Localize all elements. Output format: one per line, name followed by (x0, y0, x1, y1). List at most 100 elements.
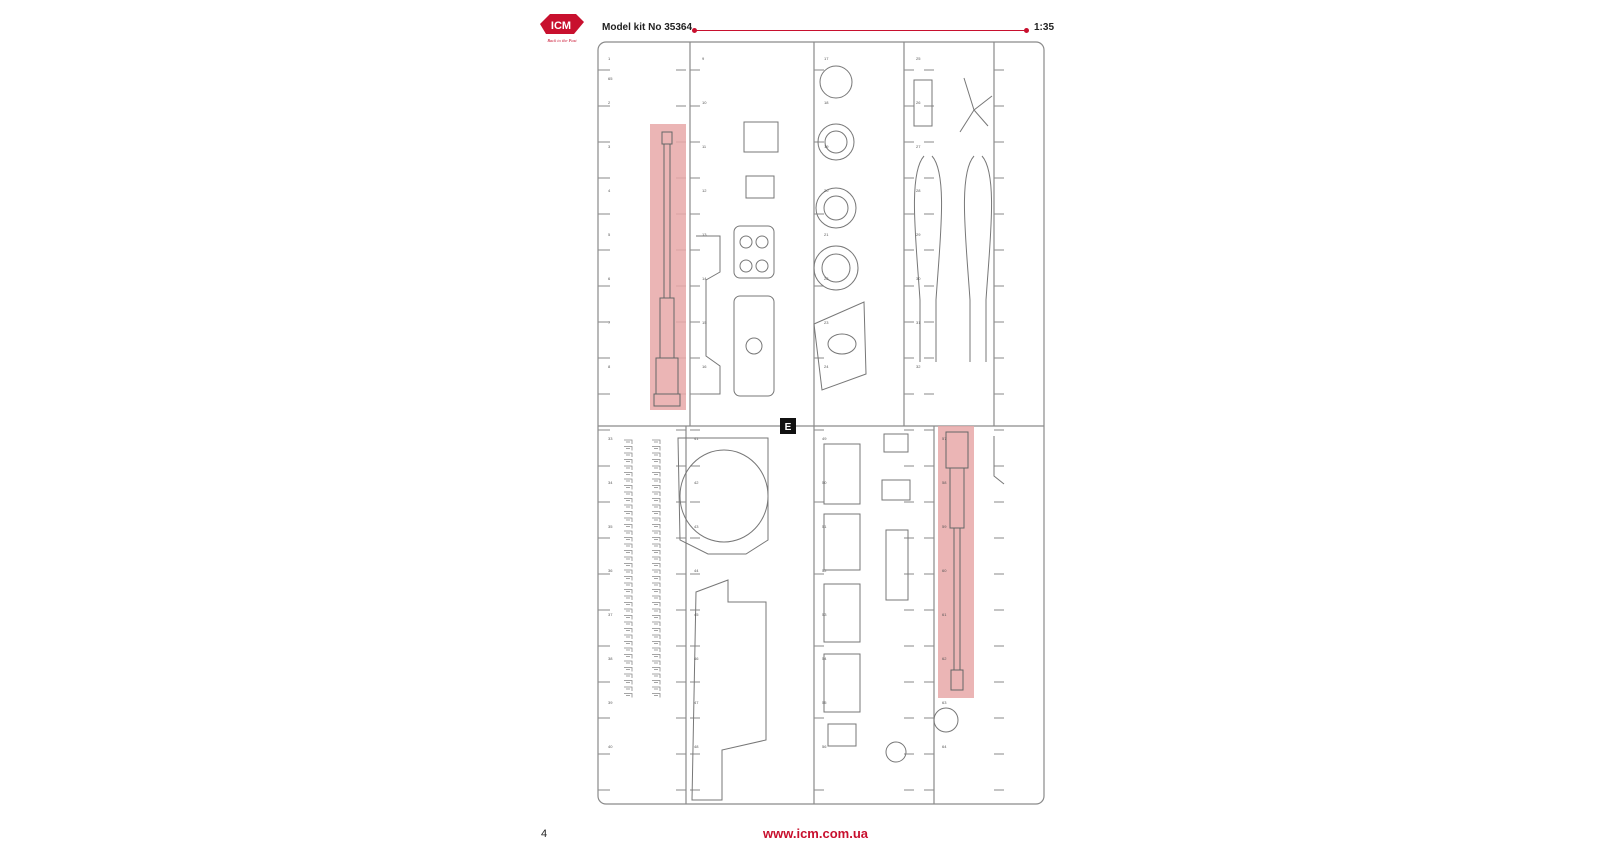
track-link (624, 673, 633, 678)
part-number-label: 39 (608, 700, 613, 705)
header-rule-dot (1024, 28, 1029, 33)
track-link (652, 478, 661, 483)
track-link (624, 530, 633, 535)
part-number-label: 62 (942, 656, 947, 661)
mount-part (883, 433, 909, 453)
part-number-label: 58 (942, 480, 947, 485)
part-number-label: 37 (608, 612, 613, 617)
track-link (624, 452, 633, 457)
icm-logo: ICM Back to the Past (540, 14, 584, 43)
track-link (624, 660, 633, 665)
track-link (652, 680, 661, 685)
part-number-label: 41 (694, 436, 699, 441)
track-link (624, 641, 633, 646)
track-link (652, 589, 661, 594)
track-link (624, 517, 633, 522)
track-link (652, 647, 661, 652)
track-link (652, 550, 661, 555)
track-link (624, 647, 633, 652)
part-number-label: 27 (916, 144, 921, 149)
track-link (624, 608, 633, 613)
sprue-parts (677, 65, 1005, 801)
track-link (624, 615, 633, 620)
sprue-diagram: 1234567891011121314151617181920212223242… (597, 41, 1045, 805)
track-link (652, 439, 661, 444)
part-number-label: 22 (824, 276, 829, 281)
part-number-label: 61 (942, 612, 947, 617)
page-number: 4 (541, 828, 548, 840)
part-number-label: 47 (694, 700, 699, 705)
part-number-label: 31 (916, 320, 921, 325)
kit-title: Model kit No 35364 (602, 22, 693, 33)
sprue-label-box (780, 418, 796, 434)
track-link (652, 582, 661, 587)
part-number-label: 20 (824, 188, 829, 193)
part-number-label: 30 (916, 276, 921, 281)
track-link (624, 576, 633, 581)
part-number-label: 50 (822, 480, 827, 485)
tripod-part (959, 77, 993, 133)
header-rule (696, 30, 1026, 31)
website-link[interactable]: www.icm.com.ua (763, 826, 868, 841)
track-link (624, 654, 633, 659)
track-link (652, 485, 661, 490)
track-link (652, 537, 661, 542)
track-link (652, 660, 661, 665)
track-link (624, 621, 633, 626)
part-number-label: 7 (608, 320, 611, 325)
track-link (624, 563, 633, 568)
part-number-label: 3 (608, 144, 611, 149)
part-number-label: 36 (608, 568, 613, 573)
panel-part (733, 295, 775, 397)
track-link (652, 615, 661, 620)
part-number-label: 53 (822, 612, 827, 617)
track-link (652, 498, 661, 503)
part-number-label: 13 (702, 232, 707, 237)
part-number-label: 5 (608, 232, 611, 237)
track-link (652, 673, 661, 678)
track-link (652, 693, 661, 698)
wheel-part (933, 707, 959, 733)
track-link (652, 446, 661, 451)
part-number-label: 46 (694, 656, 699, 661)
track-link (624, 582, 633, 587)
part-number-label: 17 (824, 56, 829, 61)
part-number-label: 63 (942, 700, 947, 705)
track-link (652, 569, 661, 574)
gun-barrel-lower (945, 431, 969, 691)
track-link (652, 563, 661, 568)
track-link (624, 686, 633, 691)
part-number-label: 44 (694, 568, 699, 573)
track-link (624, 569, 633, 574)
part-number-label: 11 (702, 144, 707, 149)
track-link (652, 686, 661, 691)
track-link (652, 524, 661, 529)
cable-part (913, 155, 925, 362)
part-number-label: 14 (702, 276, 707, 281)
part-number-label: 16 (702, 364, 707, 369)
track-link (652, 491, 661, 496)
sprue-frame (597, 41, 1045, 805)
part-number-label: 12 (702, 188, 707, 193)
track-link (652, 634, 661, 639)
part-number-label: 15 (702, 320, 707, 325)
part-number-label: 6 (608, 276, 611, 281)
part-number-label: 48 (694, 744, 699, 749)
part-number-label: 55 (822, 700, 827, 705)
part-number-label: 59 (942, 524, 947, 529)
track-links (624, 439, 661, 698)
track-link (652, 654, 661, 659)
track-link (624, 472, 633, 477)
track-link (624, 595, 633, 600)
track-link (624, 498, 633, 503)
track-link (624, 439, 633, 444)
part-number-label: 25 (916, 56, 921, 61)
part-number-label: 65 (608, 76, 613, 81)
page-header: ICM Back to the Past Model kit No 35364 … (536, 10, 1066, 50)
track-link (624, 543, 633, 548)
part-number-label: 2 (608, 100, 611, 105)
part-number-label: 43 (694, 524, 699, 529)
clamp-part (913, 79, 933, 127)
track-link (652, 511, 661, 516)
rod-part (993, 436, 1005, 485)
